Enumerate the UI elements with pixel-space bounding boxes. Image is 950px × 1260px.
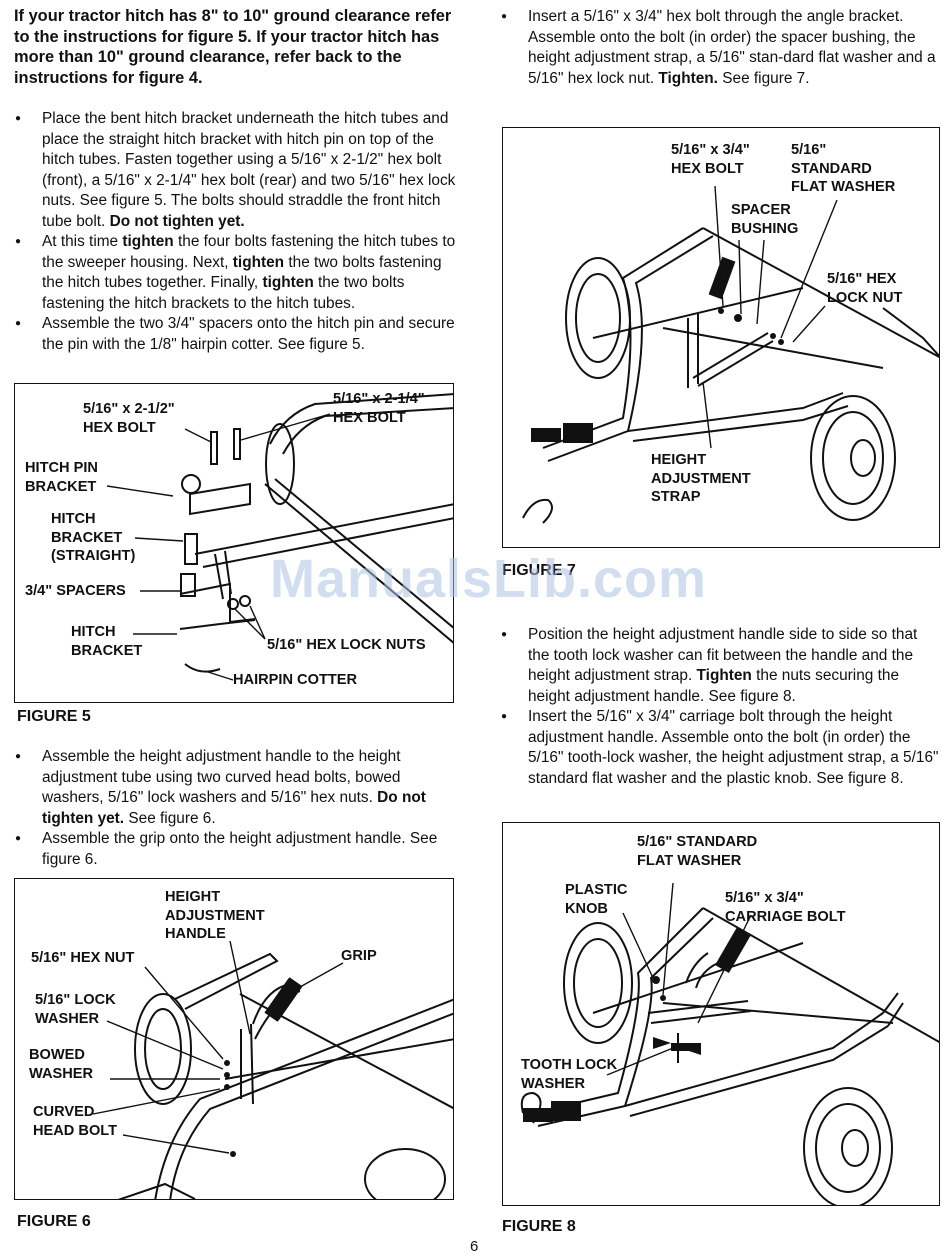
label-height-adjustment-handle: HEIGHT ADJUSTMENT HANDLE xyxy=(165,889,265,942)
label-lock-washer: 5/16" LOCK WASHER xyxy=(35,992,116,1027)
label-plastic-knob: PLASTIC KNOB xyxy=(565,882,628,917)
figure-6-caption: FIGURE 6 xyxy=(17,1213,91,1230)
bullet-list-handle: Assemble the height adjustment handle to… xyxy=(14,747,460,870)
label-hitch-bracket-straight: HITCH BRACKET (STRAIGHT) xyxy=(51,511,136,564)
figure-8-illustration xyxy=(520,882,939,1205)
figure-7-illustration xyxy=(522,185,939,524)
label-spacer-bushing: SPACER BUSHING xyxy=(731,202,799,237)
figure-5-caption: FIGURE 5 xyxy=(17,708,91,725)
list-item: Insert a 5/16" x 3/4" hex bolt through t… xyxy=(500,7,940,89)
figure-6-illustration xyxy=(92,940,453,1199)
label-hex-lock-nuts: 5/16" HEX LOCK NUTS xyxy=(267,637,426,653)
list-item: Assemble the two 3/4" spacers onto the h… xyxy=(14,314,460,355)
label-carriage-bolt: 5/16" x 3/4" CARRIAGE BOLT xyxy=(725,890,846,925)
list-item: Position the height adjustment handle si… xyxy=(500,625,940,707)
bullet-list-hex-bolt: Insert a 5/16" x 3/4" hex bolt through t… xyxy=(500,7,940,89)
label-hairpin-cotter: HAIRPIN COTTER xyxy=(233,672,358,688)
list-item: Assemble the height adjustment handle to… xyxy=(14,747,460,829)
bullet-list-hitch: Place the bent hitch bracket underneath … xyxy=(14,109,460,355)
label-hitch-bracket: HITCH BRACKET xyxy=(71,624,143,659)
label-height-adjustment-strap: HEIGHT ADJUSTMENT STRAP xyxy=(651,452,751,505)
list-item: At this time tighten the four bolts fast… xyxy=(14,232,460,314)
label-bowed-washer: BOWED WASHER xyxy=(29,1047,94,1082)
list-item: Place the bent hitch bracket underneath … xyxy=(14,109,460,232)
label-hex-bolt: 5/16" x 3/4" HEX BOLT xyxy=(671,142,750,177)
page-number: 6 xyxy=(470,1238,479,1255)
label-standard-flat-washer: 5/16" STANDARD FLAT WASHER xyxy=(637,834,758,869)
label-hitch-pin-bracket: HITCH PIN BRACKET xyxy=(25,460,98,495)
figure-8-caption: FIGURE 8 xyxy=(502,1218,576,1235)
figure-7-diagram: 5/16" x 3/4" HEX BOLT 5/16" STANDARD FLA… xyxy=(502,127,940,548)
label-hex-bolt-2-1-2: 5/16" x 2-1/2" HEX BOLT xyxy=(83,401,175,436)
label-standard-flat-washer: 5/16" STANDARD FLAT WASHER xyxy=(791,142,896,195)
watermark: ManualsLib.com xyxy=(270,549,708,609)
label-grip: GRIP xyxy=(341,948,377,964)
label-spacers: 3/4" SPACERS xyxy=(25,583,126,599)
figure-6-diagram: HEIGHT ADJUSTMENT HANDLE 5/16" HEX NUT G… xyxy=(14,878,454,1200)
figure-5-diagram: 5/16" x 2-1/2" HEX BOLT 5/16" x 2-1/4" H… xyxy=(14,383,454,703)
figure-7-caption: FIGURE 7 xyxy=(502,562,576,579)
label-tooth-lock-washer: TOOTH LOCK WASHER xyxy=(521,1057,618,1092)
list-item: Insert the 5/16" x 3/4" carriage bolt th… xyxy=(500,707,940,789)
label-curved-head-bolt: CURVED HEAD BOLT xyxy=(33,1104,118,1139)
label-hex-bolt-2-1-4: 5/16" x 2-1/4" HEX BOLT xyxy=(333,391,425,426)
bullet-list-tooth-lock: Position the height adjustment handle si… xyxy=(500,625,940,789)
list-item: Assemble the grip onto the height adjust… xyxy=(14,829,460,870)
label-hex-nut: 5/16" HEX NUT xyxy=(31,950,135,966)
label-hex-lock-nut: 5/16" HEX LOCK NUT xyxy=(827,271,903,306)
figure-5-illustration xyxy=(106,393,453,681)
intro-paragraph: If your tractor hitch has 8" to 10" grou… xyxy=(14,7,452,87)
figure-8-diagram: 5/16" STANDARD FLAT WASHER PLASTIC KNOB … xyxy=(502,822,940,1206)
